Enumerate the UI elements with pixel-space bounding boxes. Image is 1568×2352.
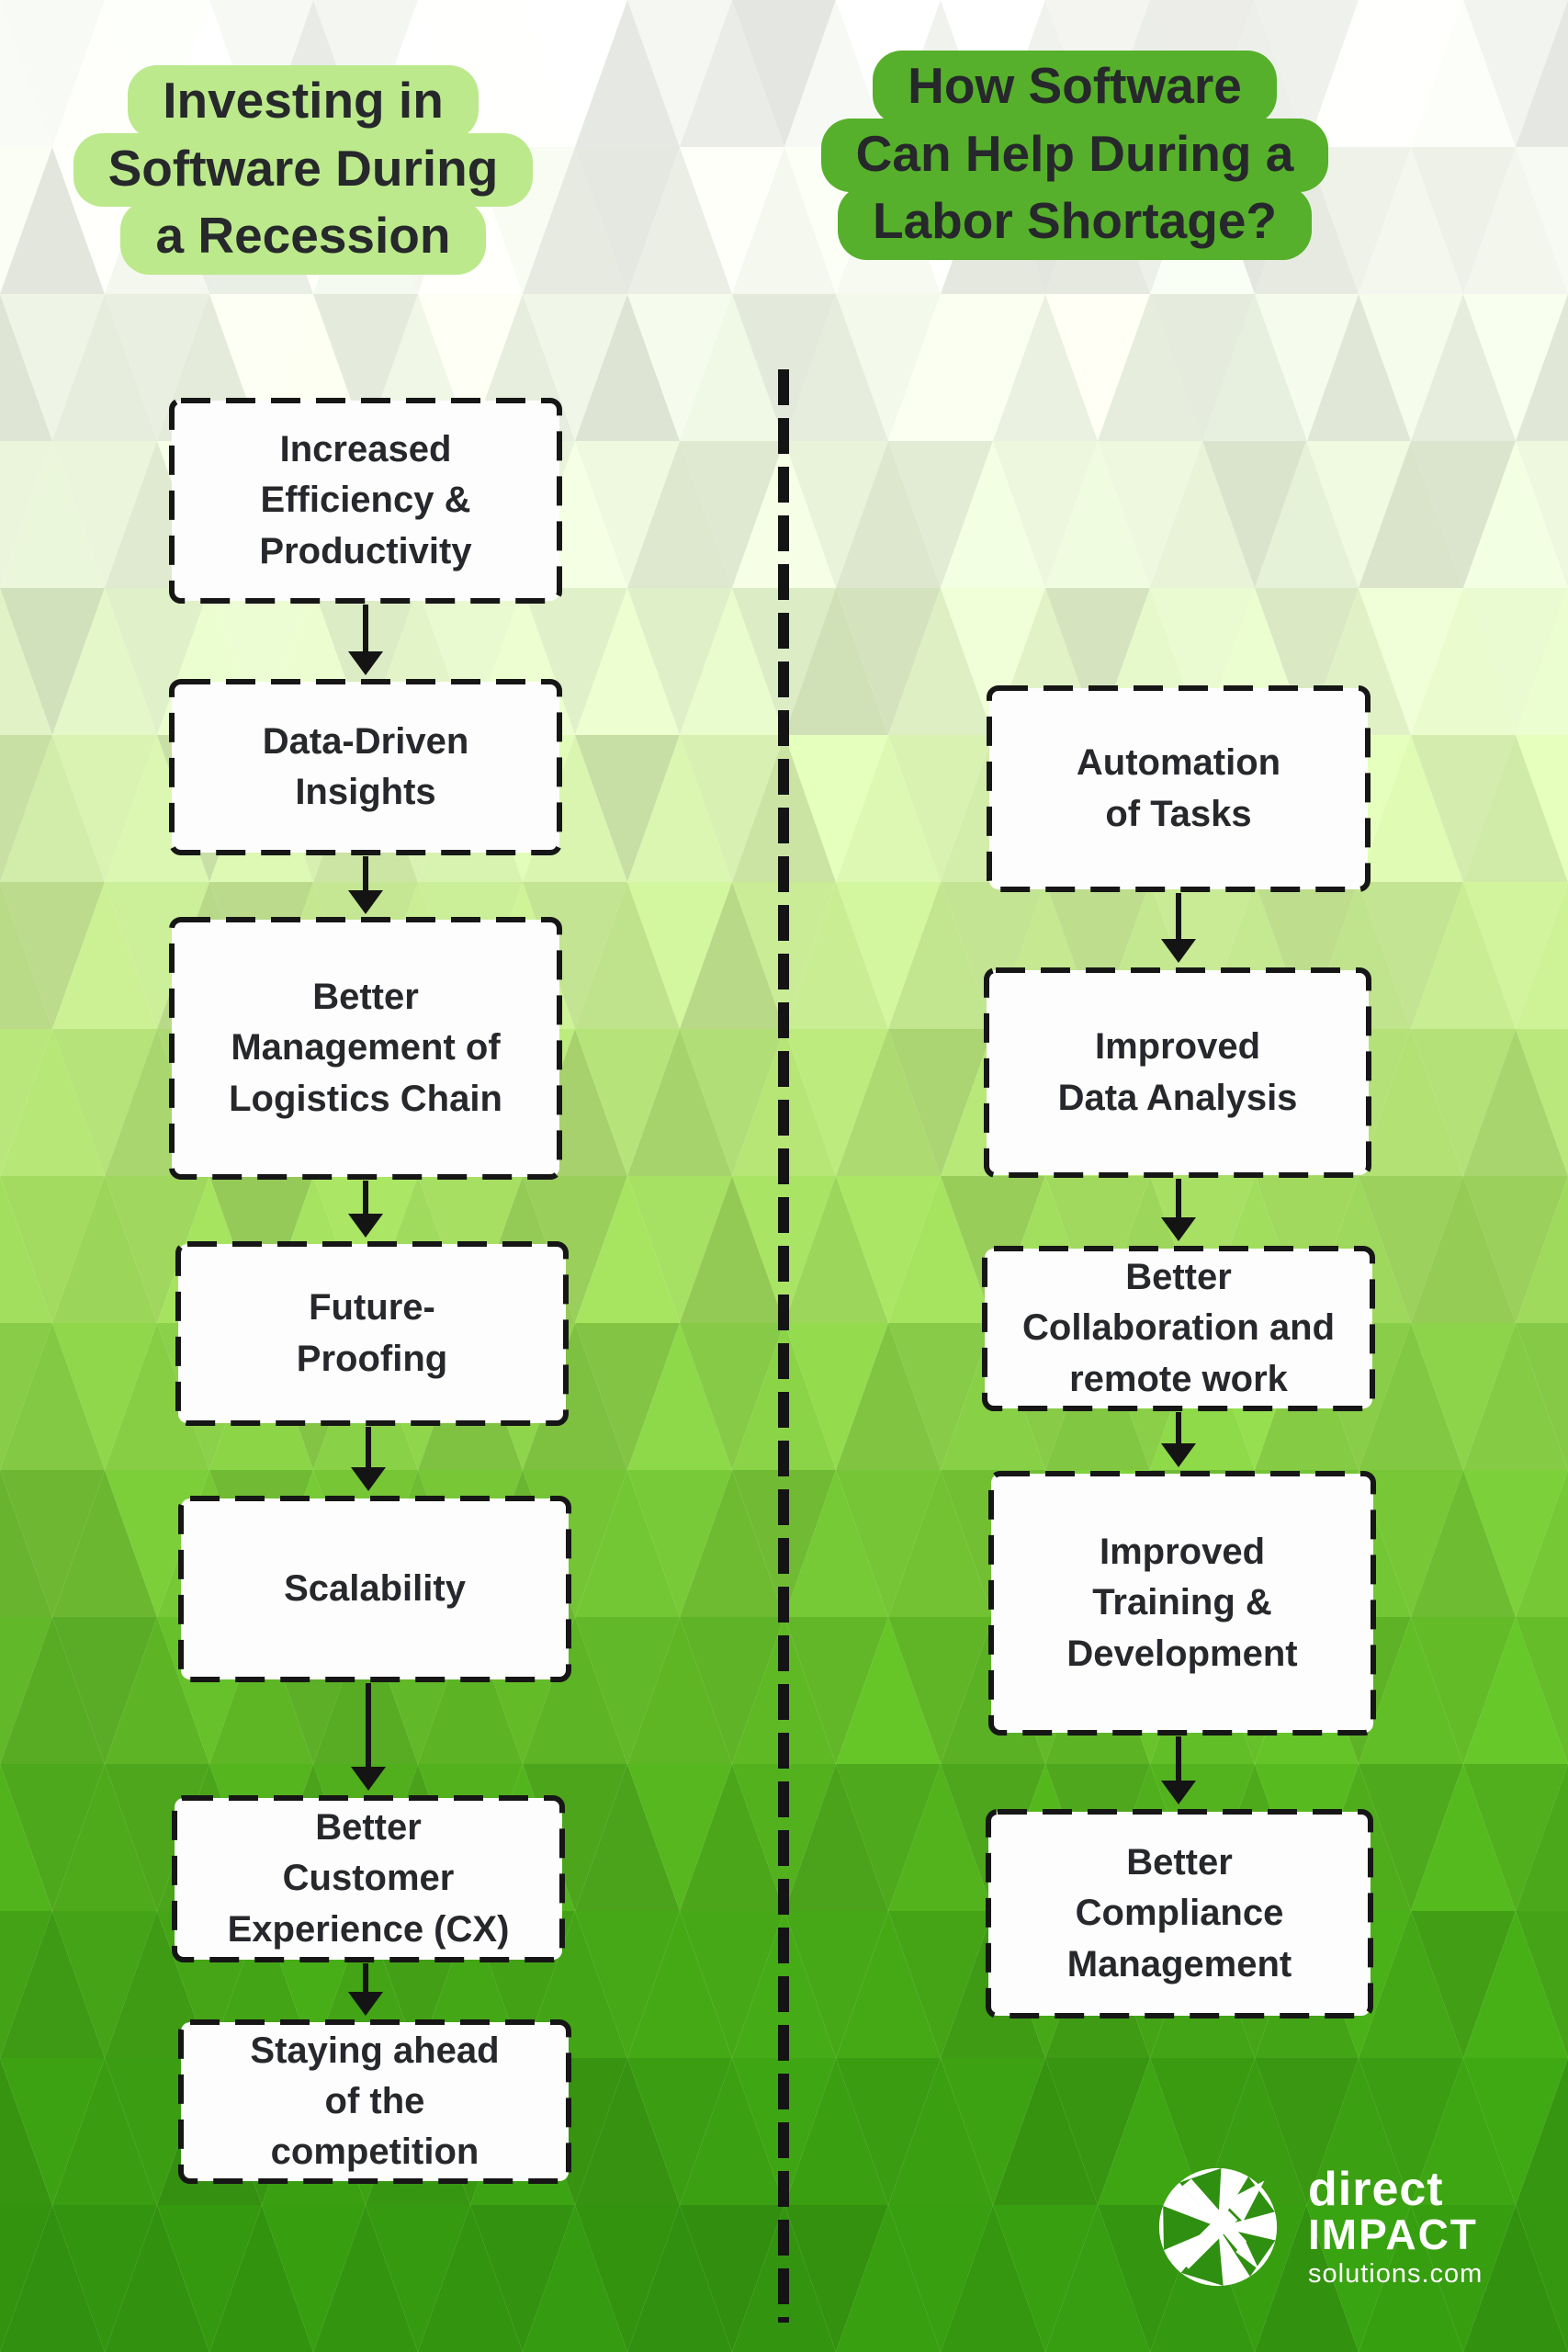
- flow-box-label: Future- Proofing: [296, 1287, 448, 1379]
- flow-arrow: [351, 1427, 386, 1491]
- dashed-border: [984, 967, 1371, 1178]
- logo-brand-top: direct: [1308, 2162, 1444, 2216]
- flow-arrow: [348, 856, 383, 914]
- flow-arrow: [351, 1683, 386, 1791]
- dashed-border: [169, 917, 562, 1180]
- dashed-border: [178, 2019, 571, 2184]
- flow-box-label: Better Customer Experience (CX): [227, 1807, 510, 1950]
- flow-arrow: [1161, 1412, 1196, 1467]
- flow-box-label: Staying ahead of the competition: [250, 2030, 500, 2173]
- left-column-title: Investing in Software During a Recession: [37, 65, 570, 275]
- title-highlight-line: Software During: [73, 132, 534, 207]
- flow-box-label: Increased Efficiency & Productivity: [259, 429, 472, 571]
- dashed-border: [178, 1496, 571, 1682]
- flow-box: Automation of Tasks: [986, 684, 1371, 893]
- title-highlight-line: Investing in: [128, 65, 479, 140]
- flow-box-label: Scalability: [284, 1567, 466, 1609]
- flow-arrow: [348, 1181, 383, 1238]
- direct-impact-logo-icon: [1158, 2167, 1278, 2287]
- dashed-border: [172, 1795, 565, 1962]
- flow-arrow: [348, 1963, 383, 2016]
- flow-arrow: [1161, 893, 1196, 963]
- dashed-border: [986, 1809, 1373, 2018]
- title-highlight-line: a Recession: [120, 200, 486, 275]
- flow-box: Future- Proofing: [175, 1240, 570, 1427]
- flow-arrow: [1161, 1179, 1196, 1241]
- direct-impact-logo-text: direct IMPACT solutions.com: [1308, 2165, 1483, 2290]
- dashed-border: [987, 685, 1371, 892]
- column-divider: [778, 369, 789, 2323]
- flow-box: Increased Efficiency & Productivity: [168, 397, 563, 605]
- dashed-border: [982, 1246, 1375, 1411]
- flow-box-label: Improved Training & Development: [1066, 1532, 1298, 1674]
- flow-box-label: Better Compliance Management: [1066, 1842, 1292, 1984]
- flow-box-label: Data-Driven Insights: [262, 720, 469, 812]
- flow-box-label: Better Management of Logistics Chain: [229, 977, 502, 1119]
- flow-box-label: Automation of Tasks: [1076, 742, 1281, 834]
- title-highlight-line: Can Help During a: [820, 118, 1329, 192]
- flow-arrow: [348, 605, 383, 675]
- dashed-border: [988, 1471, 1376, 1736]
- flow-box: Better Compliance Management: [985, 1808, 1374, 2019]
- flow-box: Better Management of Logistics Chain: [168, 916, 563, 1181]
- title-highlight-line: Labor Shortage?: [837, 186, 1313, 260]
- right-column-title: How Software Can Help During a Labor Sho…: [820, 51, 1329, 260]
- flow-box: Improved Data Analysis: [983, 967, 1372, 1179]
- flow-box: Staying ahead of the competition: [177, 2018, 572, 2185]
- flow-box: Scalability: [177, 1495, 572, 1683]
- direct-impact-logo: direct IMPACT solutions.com: [1156, 2165, 1483, 2290]
- dashed-border: [169, 398, 562, 604]
- title-highlight-line: How Software: [873, 51, 1277, 125]
- flow-box-label: Better Collaboration and remote work: [1022, 1257, 1335, 1399]
- flow-box: Better Collaboration and remote work: [981, 1245, 1376, 1412]
- logo-brand-bottom: IMPACT: [1308, 2210, 1478, 2258]
- logo-domain: solutions.com: [1308, 2258, 1483, 2289]
- flow-box: Better Customer Experience (CX): [171, 1794, 566, 1963]
- flow-box-label: Improved Data Analysis: [1057, 1026, 1298, 1118]
- flow-box: Improved Training & Development: [987, 1470, 1377, 1736]
- dashed-border: [169, 679, 562, 855]
- flow-arrow: [1161, 1736, 1196, 1804]
- flow-box: Data-Driven Insights: [168, 678, 563, 856]
- dashed-border: [175, 1241, 569, 1426]
